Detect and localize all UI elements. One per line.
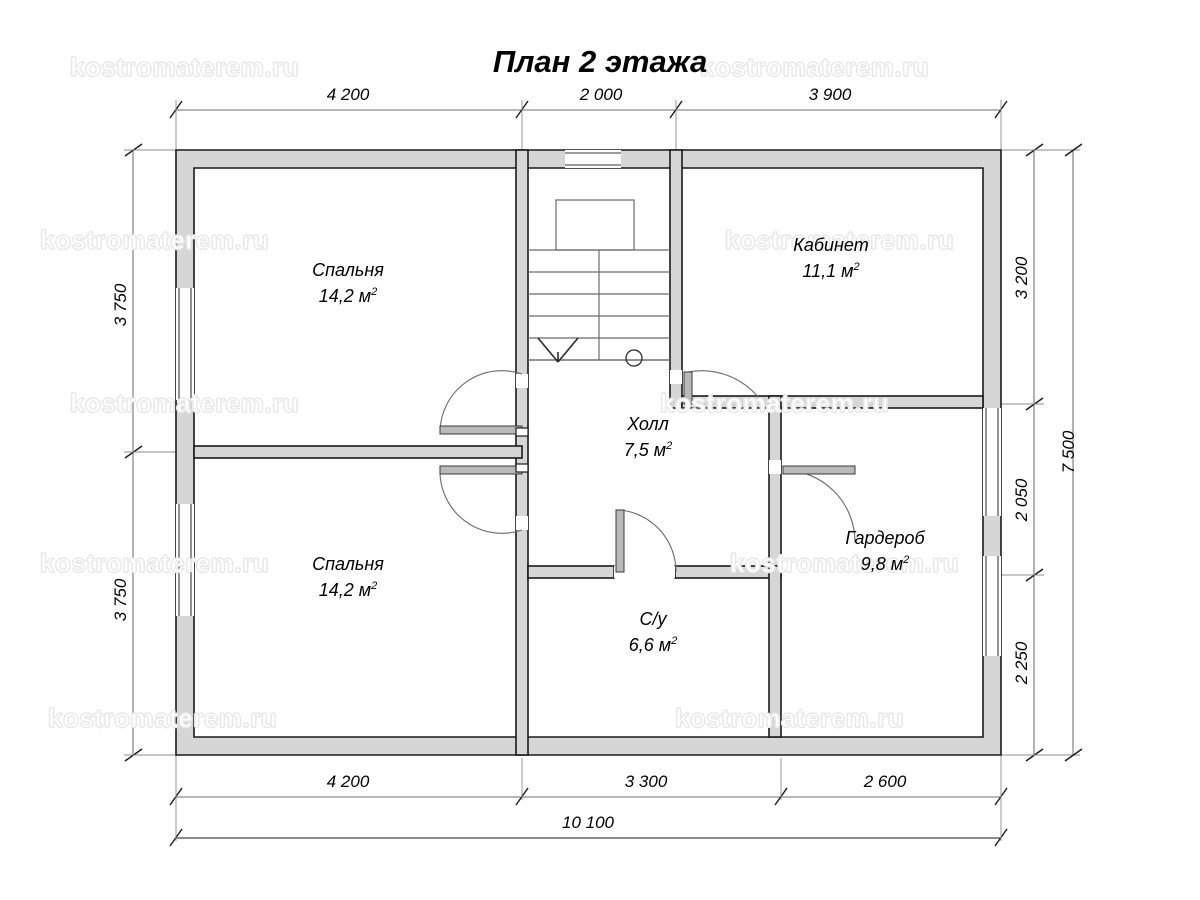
room-area-unit: м <box>358 286 372 306</box>
dimension-label-top-1: 4 200 <box>326 85 370 104</box>
room-area-power: 2 <box>371 580 378 592</box>
interior-walls <box>193 149 984 756</box>
room-name: Гардероб <box>845 527 925 548</box>
door-bathroom <box>614 509 677 578</box>
room-label-bathroom: С/у 6,6 м2 <box>629 606 678 658</box>
room-label-bedroom-top: Спальня 14,2 м2 <box>312 257 384 309</box>
room-area-power: 2 <box>371 286 378 298</box>
room-area-value: 11,1 <box>802 261 837 281</box>
door-jambs <box>515 427 529 473</box>
dimension-label-right-total: 7 500 <box>1059 430 1078 474</box>
window-left-upper <box>176 288 194 400</box>
window-right-lower <box>983 556 1001 656</box>
dimension-label-left-2: 3 750 <box>111 578 130 622</box>
room-area-unit: м <box>658 635 672 655</box>
room-area-value: 7,5 <box>623 440 649 460</box>
dimension-label-right-2: 2 050 <box>1012 478 1031 522</box>
room-area-unit: м <box>890 554 904 574</box>
room-label-hall: Холл 7,5 м2 <box>624 411 673 463</box>
dimension-label-left-1: 3 750 <box>111 283 130 327</box>
room-area-value: 14,2 <box>318 286 354 306</box>
dimension-chain-left <box>124 143 180 762</box>
dimension-label-right-3: 2 250 <box>1012 641 1031 685</box>
room-area-value: 6,6 <box>628 635 654 655</box>
dimension-label-top-2: 2 000 <box>579 85 623 104</box>
window-top <box>565 150 621 168</box>
door-wardrobe <box>769 460 856 543</box>
room-label-bedroom-bottom: Спальня 14,2 м2 <box>312 551 384 603</box>
room-area: 9,8 м2 <box>845 551 924 577</box>
room-area-power: 2 <box>903 554 910 566</box>
room-area: 11,1 м2 <box>793 258 868 284</box>
door-study <box>670 370 763 405</box>
dimension-label-top-3: 3 900 <box>808 85 852 104</box>
room-name: Спальня <box>312 553 384 574</box>
dimension-chain-bottom-total <box>169 800 1008 847</box>
dimension-label-bottom-2: 3 300 <box>624 772 668 791</box>
room-area: 14,2 м2 <box>312 283 384 309</box>
staircase <box>528 199 670 367</box>
room-area: 14,2 м2 <box>312 577 384 603</box>
room-name: Спальня <box>312 259 384 280</box>
window-left-lower <box>176 504 194 616</box>
room-name: Холл <box>627 413 669 434</box>
dimension-label-bottom-3: 2 600 <box>863 772 907 791</box>
room-label-study: Кабинет 11,1 м2 <box>793 232 868 284</box>
dimension-chain-right-total <box>1064 143 1083 762</box>
room-area: 6,6 м2 <box>629 632 678 658</box>
dimension-label-right-1: 3 200 <box>1012 256 1031 300</box>
dimension-chain-top <box>169 100 1008 150</box>
dimension-label-bottom-1: 4 200 <box>326 772 370 791</box>
room-area-value: 14,2 <box>318 580 354 600</box>
dimension-label-bottom-total: 10 100 <box>562 813 614 832</box>
room-area-power: 2 <box>666 440 673 452</box>
room-area-power: 2 <box>853 261 860 273</box>
room-area: 7,5 м2 <box>624 437 673 463</box>
room-name: С/у <box>639 608 667 629</box>
room-label-wardrobe: Гардероб 9,8 м2 <box>845 525 924 577</box>
room-area-unit: м <box>358 580 372 600</box>
dimension-chain-bottom-inner <box>169 755 1008 806</box>
page-title: План 2 этажа <box>492 44 708 79</box>
dimension-chain-right-inner <box>1001 143 1080 762</box>
stair-direction-arrow <box>537 337 579 363</box>
windows <box>176 150 1001 656</box>
stair-start-marker <box>625 349 643 367</box>
window-right-middle <box>983 408 1001 516</box>
door-bedroom-bottom <box>439 465 528 534</box>
room-name: Кабинет <box>793 234 869 255</box>
room-area-unit: м <box>841 261 854 281</box>
room-area-unit: м <box>653 440 667 460</box>
room-area-value: 9,8 <box>860 554 886 574</box>
door-bedroom-top <box>439 370 528 435</box>
room-area-power: 2 <box>671 635 678 647</box>
